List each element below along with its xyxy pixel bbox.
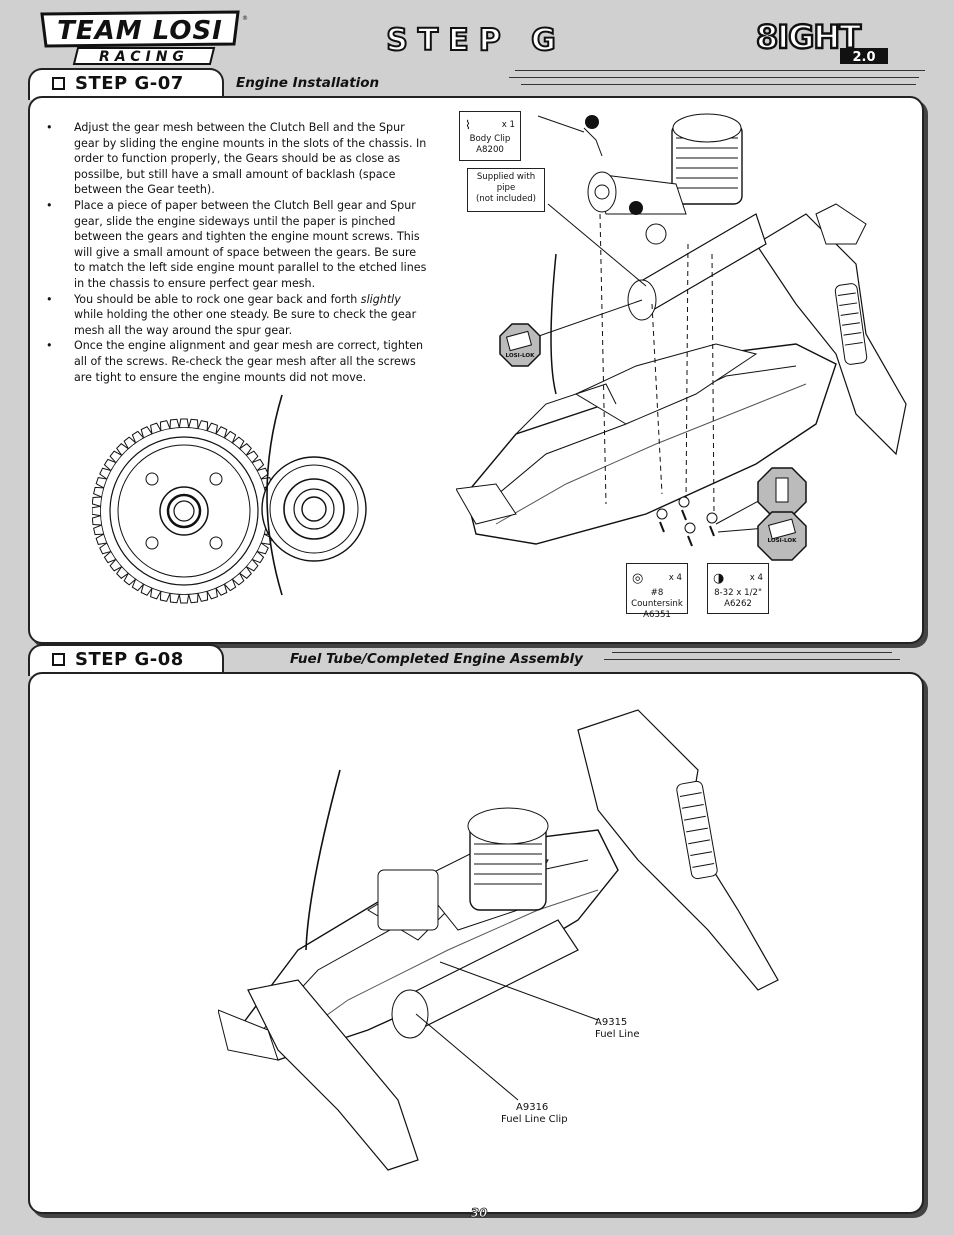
gear-tooth <box>93 486 104 498</box>
brand-top-text: TEAM LOSI <box>57 16 223 46</box>
svg-text:®: ® <box>242 15 248 22</box>
mount-screws <box>656 496 718 547</box>
brand-bottom-text: RACING <box>99 49 189 65</box>
step-g07-label: STEP G-07 <box>75 73 184 94</box>
clutch-bell-illustration <box>261 456 367 562</box>
svg-text:LOSI-LOK: LOSI-LOK <box>505 353 535 359</box>
gear-tooth <box>206 588 218 600</box>
gear-tooth <box>246 559 259 572</box>
step-g08-checkbox[interactable] <box>52 653 65 666</box>
gear-tooth <box>131 579 144 592</box>
gear-tooth <box>188 418 199 429</box>
gear-tooth <box>95 533 107 545</box>
engine-installation-diagram: LOSI-LOK LOSI-LOK <box>456 113 907 561</box>
gear-tooth <box>109 559 122 572</box>
svg-text:8IGHT: 8IGHT <box>756 18 861 56</box>
gear-tooth <box>116 443 129 456</box>
washer-icon: ◎ <box>632 570 644 586</box>
gear-tooth <box>92 505 101 517</box>
gear-tooth <box>103 551 116 564</box>
step-g08-label: STEP G-08 <box>75 649 184 670</box>
gear-tooth <box>140 426 153 438</box>
step-g08-tab: STEP G-08 <box>28 644 224 676</box>
gear-tooth <box>169 593 180 604</box>
gear-tooth <box>232 573 245 586</box>
gear-tooth <box>116 566 129 579</box>
gear-tooth <box>131 430 144 443</box>
gear-tooth <box>140 584 153 596</box>
gear-tooth <box>95 477 107 489</box>
fuel-line-clip-callout: A9316 Fuel Line Clip <box>501 1102 568 1125</box>
gear-tooth <box>197 591 209 602</box>
gear-tooth <box>92 515 102 526</box>
body-clip-callout: ⌇ x 1 Body Clip A8200 <box>459 111 521 161</box>
gear-tooth <box>93 524 104 536</box>
gear-tooth <box>257 542 269 555</box>
gear-tooth <box>159 420 171 431</box>
gear-tooth <box>215 426 228 438</box>
eight-2-0-logo: 8IGHT 2.0 <box>736 14 892 66</box>
gear-tooth <box>92 496 102 507</box>
pipe-note-callout: Supplied with pipe (not included) <box>467 168 545 212</box>
gear-tooth <box>257 467 269 480</box>
gear-tooth <box>252 458 265 471</box>
header-rule-lines <box>509 70 925 91</box>
gear-tooth <box>99 467 111 480</box>
gear-tooth <box>252 551 265 564</box>
gear-tooth <box>178 594 190 604</box>
fuel-line-callout: A9315 Fuel Line <box>595 1017 640 1040</box>
page-number: 30 <box>470 1206 488 1221</box>
gear-tooth <box>150 588 162 600</box>
gear-tooth <box>206 422 218 434</box>
step-title: STEP G <box>364 22 588 59</box>
gear-mesh-diagram <box>92 394 367 604</box>
step-g08-subtitle: Fuel Tube/Completed Engine Assembly <box>290 651 583 667</box>
instruction-item: You should be able to rock one gear back… <box>46 292 428 339</box>
gear-tooth <box>159 591 171 602</box>
team-losi-racing-logo: TEAM LOSI RACING ® <box>38 8 248 66</box>
gear-tooth <box>103 458 116 471</box>
gear-tooth <box>109 450 122 463</box>
step-g08-rule-lines <box>604 652 900 660</box>
gear-tooth <box>150 422 162 434</box>
instruction-item: Adjust the gear mesh between the Clutch … <box>46 120 428 198</box>
gear-tooth <box>239 443 252 456</box>
gear-tooth <box>178 418 190 428</box>
step-g07-instructions: Adjust the gear mesh between the Clutch … <box>46 120 428 385</box>
gear-tooth <box>239 566 252 579</box>
step-g07-checkbox[interactable] <box>52 77 65 90</box>
countersink-callout: ◎ x 4 #8 Countersink A6351 <box>626 563 688 620</box>
gear-tooth <box>215 584 228 596</box>
gear-tooth <box>246 450 259 463</box>
instruction-item: Once the engine alignment and gear mesh … <box>46 338 428 385</box>
screw-callout: ◑ x 4 8-32 x 1/2" A6262 <box>707 563 769 614</box>
body-clip-icon: ⌇ <box>465 117 471 132</box>
screw-icon: ◑ <box>713 570 725 586</box>
gear-tooth <box>123 436 136 449</box>
spur-gear-illustration <box>99 426 269 596</box>
gear-tooth <box>224 579 237 592</box>
gear-tooth <box>197 420 209 431</box>
step-g07-subtitle: Engine Installation <box>236 75 380 91</box>
instruction-item: Place a piece of paper between the Clutc… <box>46 198 428 292</box>
gear-tooth <box>123 573 136 586</box>
completed-assembly-diagram <box>218 709 779 1171</box>
svg-text:2.0: 2.0 <box>852 50 875 65</box>
gear-tooth <box>232 436 245 449</box>
gear-tooth <box>188 593 199 604</box>
step-g07-tab: STEP G-07 <box>28 68 224 100</box>
svg-text:LOSI-LOK: LOSI-LOK <box>767 538 797 544</box>
gear-tooth <box>224 430 237 443</box>
gear-tooth <box>99 542 111 555</box>
gear-tooth <box>169 418 180 429</box>
step-title-text: STEP G <box>386 23 566 56</box>
